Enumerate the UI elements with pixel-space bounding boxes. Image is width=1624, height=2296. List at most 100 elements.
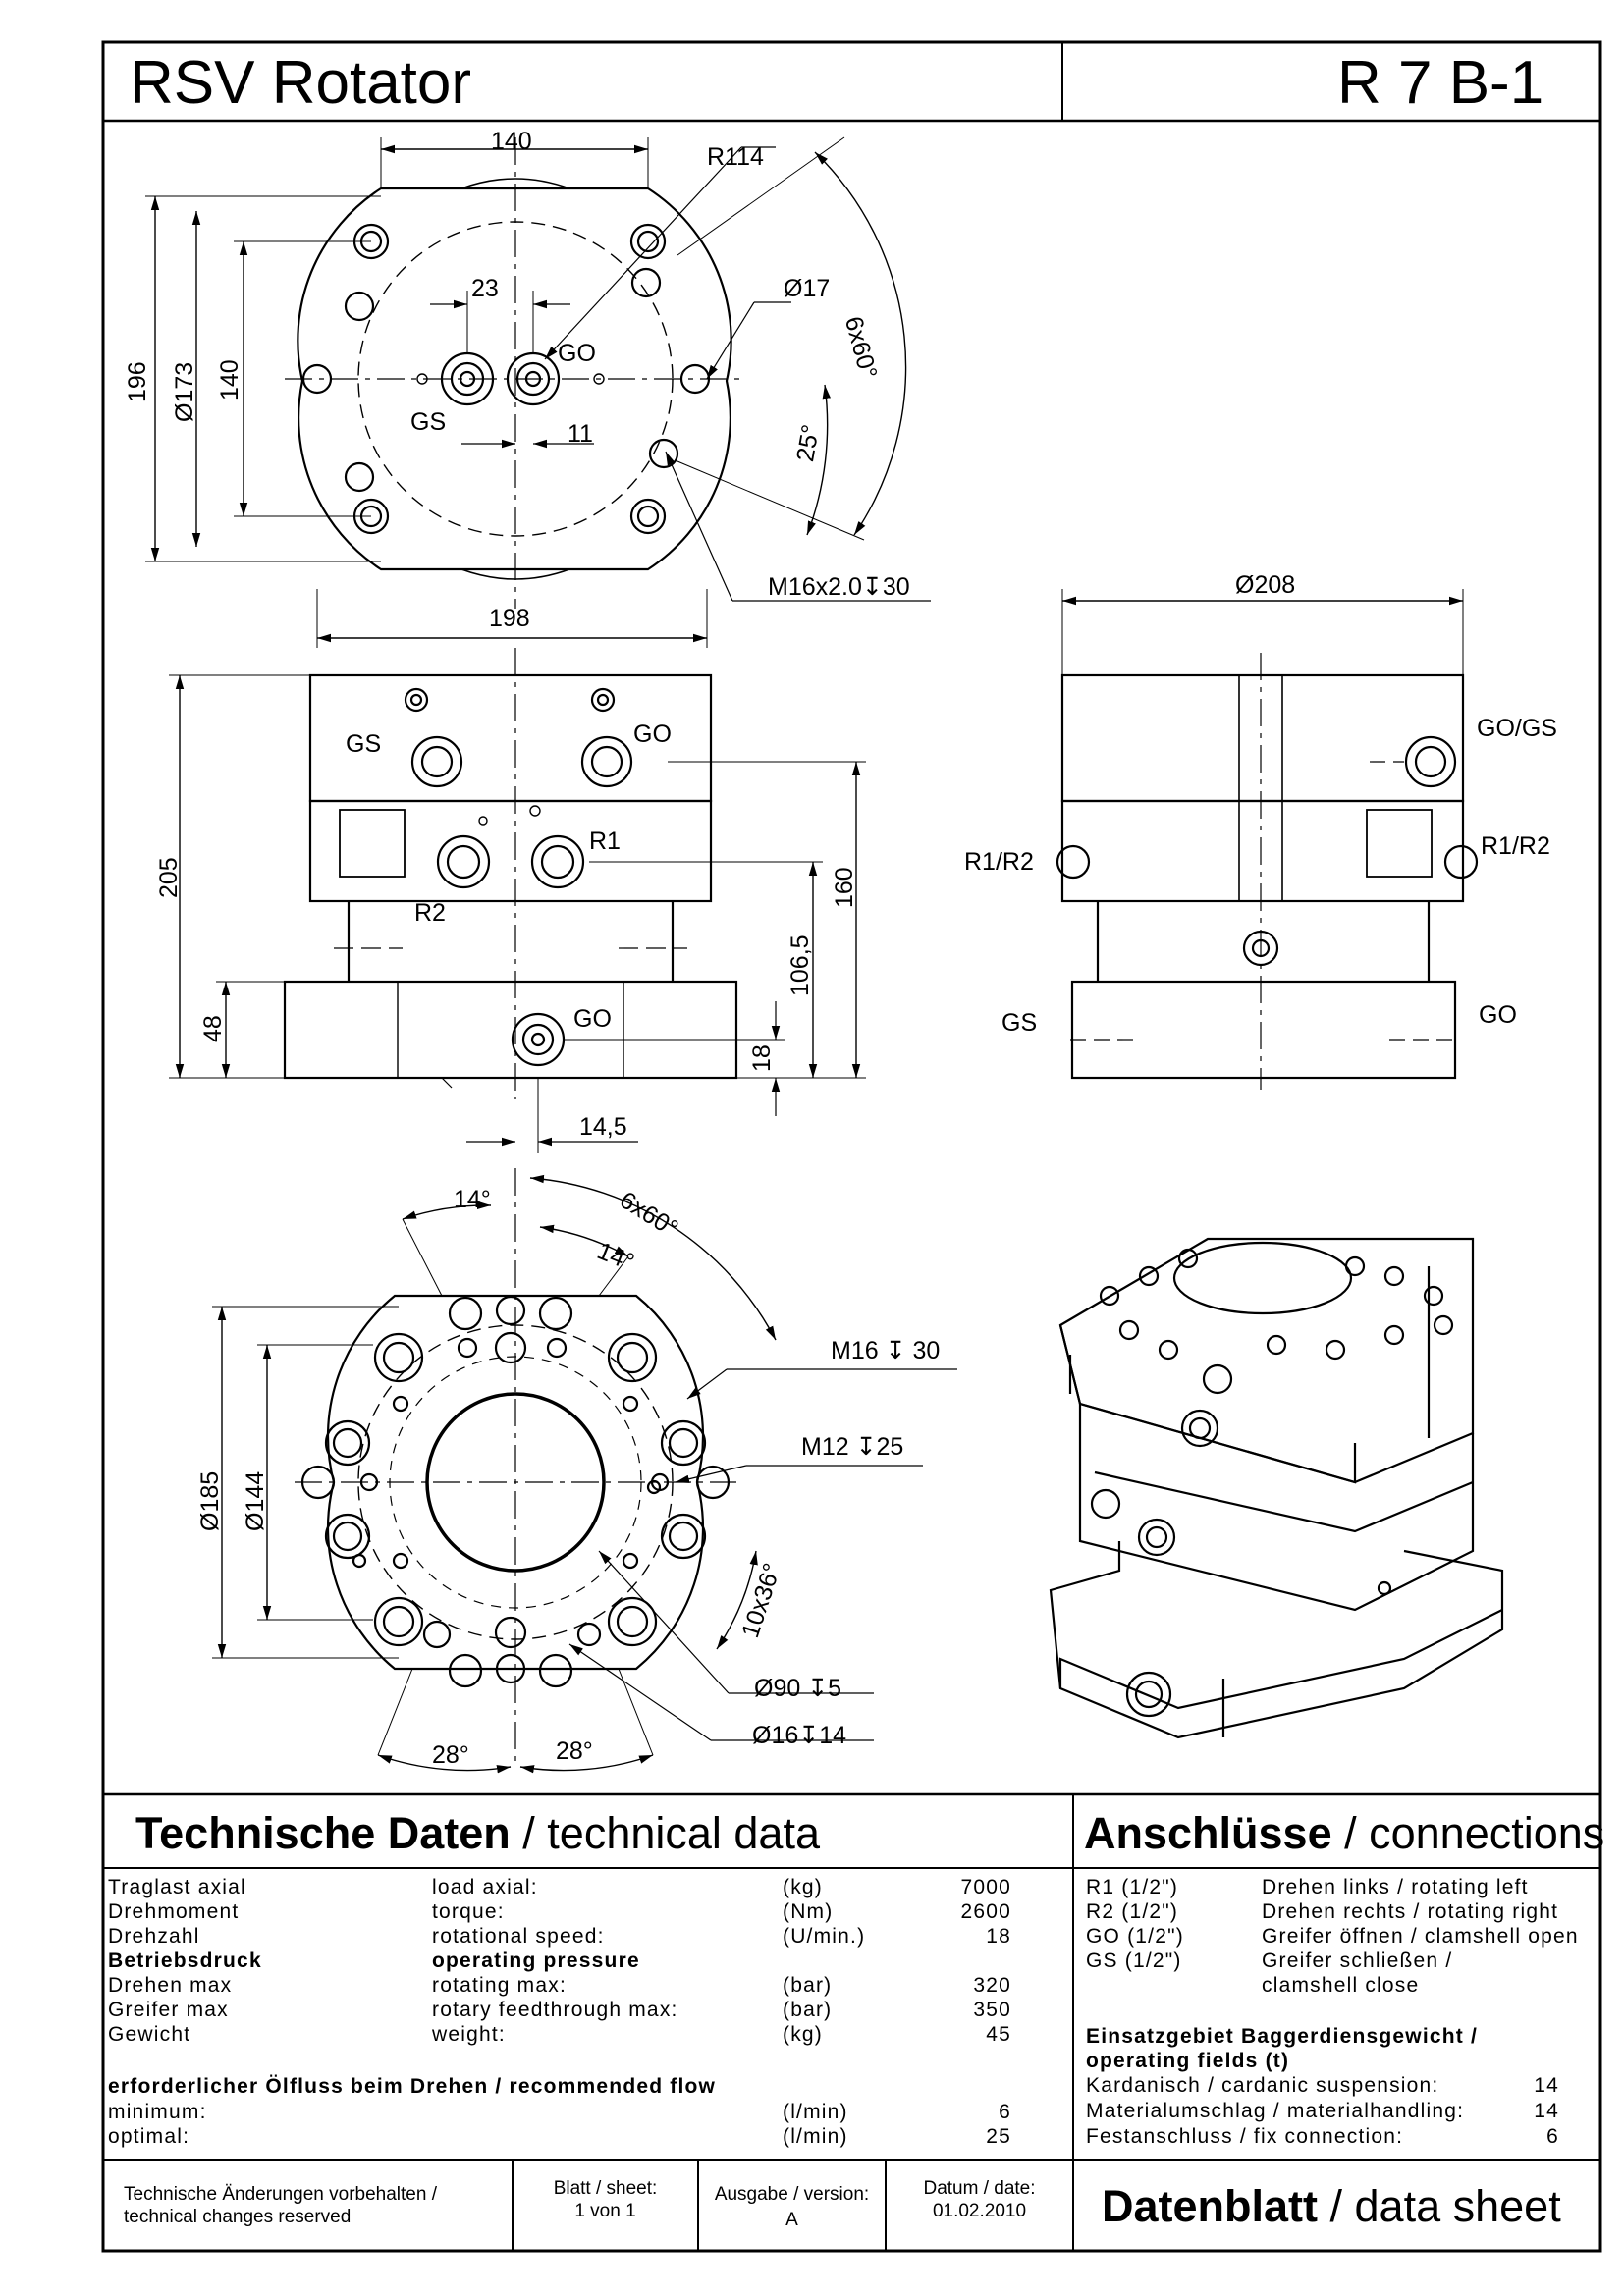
connections-title-sep: / (1331, 1808, 1370, 1858)
end-port-label: R1/R2 (964, 848, 1034, 876)
field-label: Materialumschlag / materialhandling: (1086, 2100, 1465, 2122)
header-model-code: R 7 B-1 (1337, 49, 1544, 117)
isometric-view (1049, 1237, 1504, 1739)
fields-heading-1: Einsatzgebiet Baggerdiensgewicht / (1086, 2025, 1479, 2048)
end-port-label: GO/GS (1477, 715, 1557, 742)
top-dim: M16x2.0↧30 (768, 573, 910, 601)
connection-desc: clamshell close (1262, 1974, 1420, 1997)
side-dim: 160 (831, 867, 858, 908)
footer-date-value: 01.02.2010 (932, 2201, 1027, 2221)
bottom-view (212, 1168, 957, 1774)
flow-row-value: 6 (999, 2101, 1011, 2123)
footer-notice-2: technical changes reserved (124, 2207, 352, 2227)
footer-doc-type-sep: / (1318, 2181, 1355, 2231)
connection-port: GO (1/2") (1086, 1925, 1184, 1948)
top-dim: 11 (568, 420, 593, 448)
pressure-row-de: Drehen max (108, 1974, 233, 1997)
bottom-dim: 14° (454, 1186, 491, 1213)
pressure-row-en: rotary feedthrough max: (432, 1999, 678, 2021)
footer-doc-type-en: data sheet (1354, 2181, 1561, 2231)
tech-row-unit: (Nm) (783, 1900, 834, 1923)
bottom-dim: Ø90 ↧5 (754, 1675, 842, 1702)
pressure-row-en: rotating max: (432, 1974, 567, 1997)
footer-sheet-label: Blatt / sheet: (553, 2178, 658, 2199)
bottom-dim: 28° (556, 1737, 593, 1765)
end-dim: Ø208 (1235, 571, 1296, 599)
pressure-row-en: weight: (432, 2023, 506, 2046)
top-dim: 196 (124, 361, 151, 402)
side-dim: 14,5 (579, 1113, 627, 1141)
top-dim: Ø173 (171, 361, 198, 422)
side-port-label: GO (633, 721, 672, 748)
end-port-label: GO (1479, 1001, 1517, 1029)
end-port-label: R1/R2 (1481, 832, 1550, 860)
side-dim: 205 (155, 857, 183, 898)
flow-heading: erforderlicher Ölfluss beim Drehen / rec… (108, 2075, 717, 2098)
connection-desc: Drehen links / rotating left (1262, 1876, 1529, 1898)
flow-row-unit: (l/min) (783, 2101, 848, 2123)
top-port-label: GS (410, 408, 447, 436)
footer-doc-type-de: Datenblatt (1102, 2181, 1319, 2231)
footer-sheet-value: 1 von 1 (574, 2201, 636, 2221)
connections-title-de: Anschlüsse (1084, 1808, 1332, 1858)
tech-row-de: Drehmoment (108, 1900, 240, 1923)
field-value: 14 (1534, 2074, 1559, 2097)
connection-desc: Greifer schließen / (1262, 1949, 1453, 1972)
tech-row-de: Traglast axial (108, 1876, 246, 1898)
top-dim: 198 (489, 605, 530, 632)
connection-desc: Greifer öffnen / clamshell open (1262, 1925, 1579, 1948)
tech-row-en: load axial: (432, 1876, 538, 1898)
flow-row-label: minimum: (108, 2101, 207, 2123)
pressure-row-value: 320 (973, 1974, 1011, 1997)
footer-version-value: A (785, 2210, 798, 2230)
flow-row-value: 25 (986, 2125, 1011, 2148)
connection-desc: Drehen rechts / rotating right (1262, 1900, 1559, 1923)
tech-data-title-en: technical data (547, 1808, 820, 1858)
bottom-dim: M12 ↧25 (801, 1433, 904, 1461)
field-value: 14 (1534, 2100, 1559, 2122)
tech-row-value: 2600 (960, 1900, 1011, 1923)
fields-heading-2: operating fields (t) (1086, 2050, 1290, 2072)
tech-row-value: 18 (986, 1925, 1011, 1948)
tech-row-unit: (U/min.) (783, 1925, 866, 1948)
pressure-row-de: Greifer max (108, 1999, 229, 2021)
side-port-label: GS (346, 730, 382, 758)
connection-port: R1 (1/2") (1086, 1876, 1179, 1898)
top-dim: Ø17 (784, 275, 831, 302)
side-dim: 48 (199, 1015, 227, 1042)
side-port-label: R2 (414, 899, 446, 927)
top-view (145, 136, 931, 648)
connection-port: R2 (1/2") (1086, 1900, 1179, 1923)
tech-data-title-de: Technische Daten (135, 1808, 511, 1858)
tech-data-title: Technische Daten / technical data (135, 1811, 820, 1855)
sheet-border (101, 40, 1602, 2253)
tech-row-de: Drehzahl (108, 1925, 200, 1948)
top-dim: 140 (491, 128, 532, 155)
pressure-row-value: 350 (973, 1999, 1011, 2021)
side-view (169, 648, 866, 1153)
tech-row-unit: (kg) (783, 1876, 823, 1898)
field-value: 6 (1546, 2125, 1559, 2148)
pressure-row-de: Gewicht (108, 2023, 191, 2046)
end-port-label: GS (1001, 1009, 1038, 1037)
pressure-row-value: 45 (986, 2023, 1011, 2046)
pressure-row-unit: (kg) (783, 2023, 823, 2046)
end-view (1056, 589, 1479, 1090)
tech-row-en: torque: (432, 1900, 505, 1923)
footer-version-label: Ausgabe / version: (714, 2184, 870, 2205)
bottom-dim: Ø144 (242, 1470, 269, 1531)
flow-row-unit: (l/min) (783, 2125, 848, 2148)
header-product-name: RSV Rotator (130, 49, 472, 117)
tech-row-value: 7000 (960, 1876, 1011, 1898)
footer-date-label: Datum / date: (923, 2178, 1036, 2199)
side-dim: 106,5 (786, 934, 814, 996)
tech-row-en: rotational speed: (432, 1925, 605, 1948)
field-label: Festanschluss / fix connection: (1086, 2125, 1404, 2148)
tech-data-title-sep: / (510, 1808, 548, 1858)
footer-notice-1: Technische Änderungen vorbehalten / (124, 2184, 438, 2205)
bottom-dim: 28° (432, 1741, 469, 1769)
side-dim: 18 (748, 1044, 776, 1072)
top-dim: 140 (216, 359, 244, 400)
connection-port: GS (1/2") (1086, 1949, 1182, 1972)
